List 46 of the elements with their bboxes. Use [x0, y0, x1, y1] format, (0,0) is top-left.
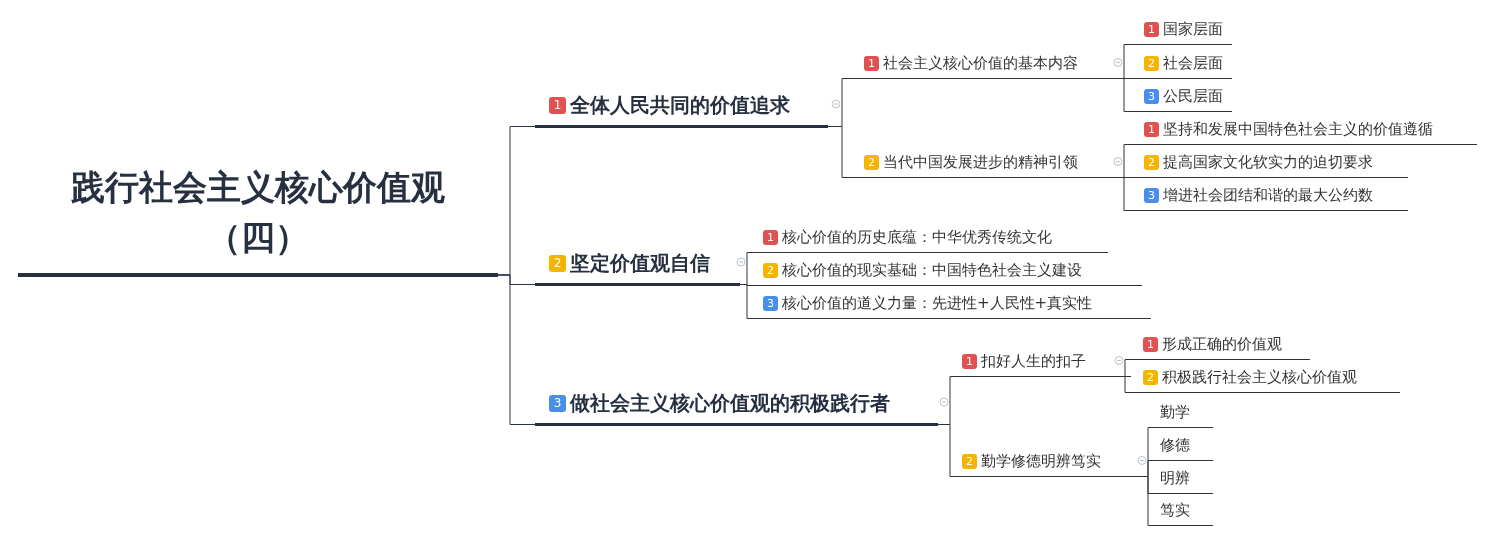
connector-line	[1124, 359, 1138, 377]
topic-text: 坚定价值观自信	[570, 250, 710, 277]
topic-text: 修德	[1160, 435, 1190, 455]
priority-badge: 2	[1143, 369, 1158, 385]
priority-badge: 1	[1143, 336, 1158, 352]
connector-line	[1147, 476, 1155, 526]
topic-text: 坚持和发展中国特色社会主义的价值遵循	[1163, 119, 1433, 139]
connector-line	[1124, 376, 1138, 393]
topic-text: 核心价值的历史底蕴：中华优秀传统文化	[782, 227, 1052, 247]
priority-badge: 2	[1144, 55, 1159, 71]
topic-text: 勤学修德明辨笃实	[981, 451, 1101, 471]
topic-text: 勤学	[1160, 402, 1190, 422]
priority-badge: 1	[1144, 21, 1159, 37]
priority-badge: 1	[1144, 121, 1159, 137]
topic-text: 公民层面	[1163, 86, 1223, 106]
topic-text: 当代中国发展进步的精神引领	[883, 152, 1078, 172]
priority-badge: 2	[962, 453, 977, 469]
topic-text: 笃实	[1160, 500, 1190, 520]
topic-text: 国家层面	[1163, 19, 1223, 39]
topic-text: 扣好人生的扣子	[981, 351, 1086, 371]
topic-text: 社会层面	[1163, 53, 1223, 73]
priority-badge: 3	[1144, 88, 1159, 104]
priority-badge: 3	[763, 295, 778, 311]
topic-text: 明辨	[1160, 468, 1190, 488]
topic-text: 社会主义核心价值的基本内容	[883, 53, 1078, 73]
topic-text: 全体人民共同的价值追求	[570, 92, 790, 119]
topic-text: 核心价值的道义力量：先进性+人民性+真实性	[782, 293, 1093, 313]
priority-badge: 2	[763, 262, 778, 278]
topic-text: 增进社会团结和谐的最大公约数	[1163, 185, 1373, 205]
priority-badge: 3	[1144, 187, 1159, 203]
priority-badge: 2	[549, 255, 566, 272]
connector-line	[497, 274, 536, 425]
topic-text: 核心价值的现实基础：中国特色社会主义建设	[782, 260, 1082, 280]
priority-badge: 1	[962, 353, 977, 369]
topic-text: 做社会主义核心价值观的积极践行者	[570, 390, 890, 417]
topic-text: 形成正确的价值观	[1162, 334, 1282, 354]
priority-badge: 1	[549, 97, 566, 114]
topic-text: 提高国家文化软实力的迫切要求	[1163, 152, 1373, 172]
title-text: 践行社会主义核心价值观（四）	[70, 165, 446, 259]
topic-text: 积极践行社会主义核心价值观	[1162, 367, 1357, 387]
connector-line	[1147, 460, 1155, 477]
priority-badge: 3	[549, 395, 566, 412]
priority-badge: 2	[864, 154, 879, 170]
priority-badge: 1	[864, 55, 879, 71]
priority-badge: 1	[763, 229, 778, 245]
priority-badge: 2	[1144, 154, 1159, 170]
